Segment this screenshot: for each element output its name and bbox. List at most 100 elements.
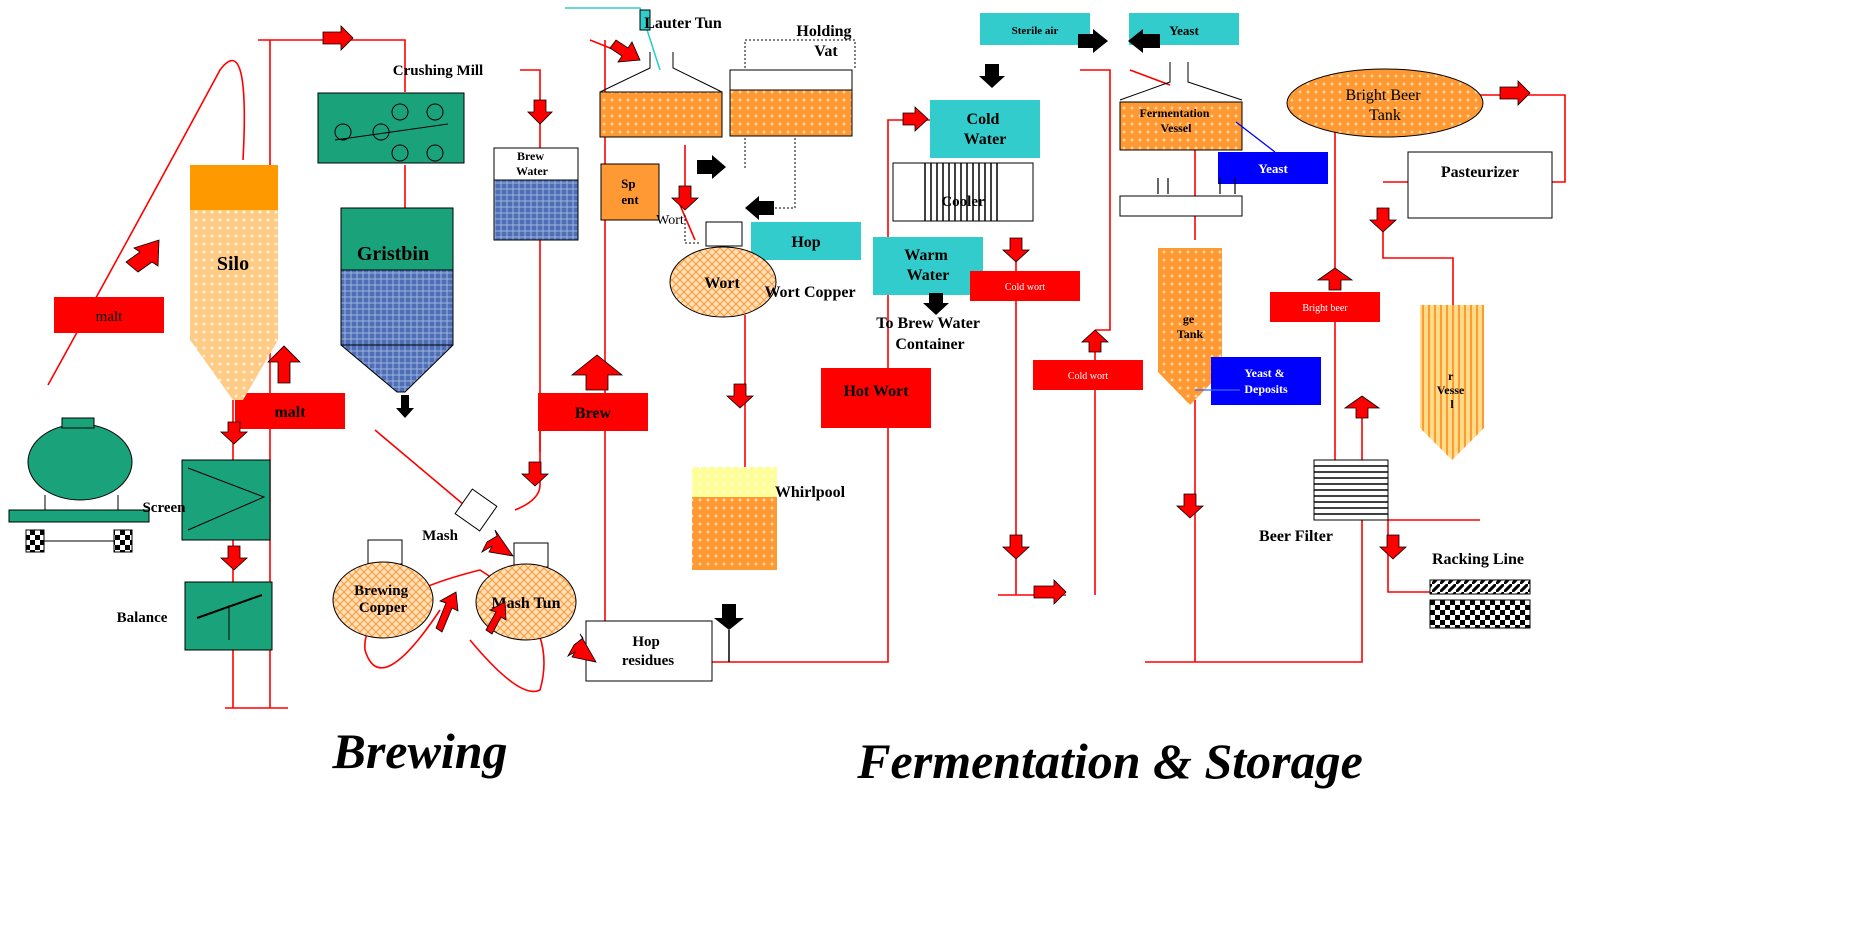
- hop-box: [751, 222, 861, 260]
- fermentation-vessel-line-1: Fermentation: [1140, 106, 1210, 120]
- yeast-blue-label: Yeast: [1258, 161, 1288, 176]
- sterile-air-box: [980, 13, 1090, 45]
- fermentation-vessel-line-2: Vessel: [1161, 121, 1193, 135]
- cold-water-line-1: Cold: [967, 111, 1000, 128]
- red-arrows: [125, 25, 1531, 663]
- yeast-deposits-line-2: Deposits: [1244, 382, 1288, 396]
- bright-beer-tank-line-1: Bright Beer: [1345, 87, 1421, 104]
- mash-label: Mash: [422, 528, 458, 544]
- cold-wort-tag-2: [1033, 360, 1143, 390]
- cold-wort-label-1: Cold wort: [1005, 282, 1046, 293]
- lauter-tun: [599, 52, 723, 138]
- to-brew-water-line-2: Container: [895, 336, 964, 353]
- holding-vat-line-2: Vat: [814, 43, 838, 60]
- yeast-arrows: [1157, 178, 1236, 194]
- brew-water-line-1: Brew: [517, 149, 544, 163]
- mash-tun: [475, 563, 577, 641]
- warm-water-box: [873, 237, 983, 295]
- brewing-copper-lid: [367, 539, 403, 565]
- crushing-mill: [317, 92, 465, 164]
- truck-icon: [8, 417, 150, 553]
- yeast-top-label: Yeast: [1169, 23, 1199, 38]
- wort-label: Wort: [704, 275, 740, 292]
- cooler: [892, 162, 1034, 222]
- cold-wort-label-2: Cold wort: [1068, 371, 1109, 382]
- gristbin: [340, 207, 454, 393]
- storage-tank-label: ge Tank: [1177, 312, 1204, 341]
- sterile-pipe: [565, 7, 661, 71]
- balance-label: Balance: [117, 610, 168, 626]
- wort-small-label: Wort: [656, 213, 684, 228]
- vessel-line-1: r: [1448, 369, 1454, 383]
- racking-belt: [1429, 579, 1531, 595]
- spent-line-1: Sp: [621, 176, 635, 191]
- malt-tag-1-label: malt: [96, 309, 123, 325]
- storage-tank-line-2: Tank: [1177, 327, 1204, 341]
- flow-lines: [47, 39, 1566, 709]
- brewing-copper-line-2: Copper: [359, 600, 408, 616]
- racking-kegs: [1429, 599, 1531, 629]
- bright-beer-tank-label: Bright Beer Tank: [1345, 87, 1424, 124]
- black-arrows: [396, 29, 1160, 662]
- holding-vat-line-1: Holding: [796, 23, 851, 40]
- yeast-deposits-label: Yeast & Deposits: [1244, 366, 1288, 396]
- holding-vat-label: Holding Vat: [796, 23, 855, 60]
- brew-water-tank: [493, 147, 579, 241]
- brew-tag-label: Brew: [575, 405, 612, 422]
- cold-water-box: [930, 100, 1040, 158]
- vessel-label: r Vesse l: [1437, 369, 1468, 411]
- to-brew-water-line-1: To Brew Water: [876, 315, 980, 332]
- brew-tag: [538, 393, 648, 431]
- storage-tank: [1158, 248, 1222, 405]
- warm-water-line-1: Warm: [904, 247, 948, 264]
- wort-copper-lid: [705, 221, 743, 247]
- fermentation-title: Fermentation & Storage: [856, 733, 1363, 789]
- wort-copper: [669, 246, 777, 318]
- process-diagram: malt malt Silo Screen Balance Crushing M…: [8, 7, 1566, 789]
- hot-wort-label: Hot Wort: [843, 383, 909, 400]
- malt-tag-1: [54, 297, 164, 333]
- spent-bin: [600, 163, 660, 221]
- whirlpool-label: Whirlpool: [775, 484, 846, 501]
- spent-label: Sp ent: [621, 176, 639, 207]
- racking-line-label: Racking Line: [1432, 551, 1524, 568]
- diagram-canvas: malt malt Silo Screen Balance Crushing M…: [8, 7, 1566, 789]
- sterile-air-label: Sterile air: [1012, 25, 1059, 37]
- mash-vessel: [454, 488, 498, 532]
- warm-water-label: Warm Water: [904, 247, 952, 284]
- bright-beer-tank: [1286, 68, 1484, 138]
- brewing-copper-label: Brewing Copper: [354, 583, 412, 616]
- cold-water-label: Cold Water: [964, 111, 1007, 148]
- vessel-line-3: l: [1450, 397, 1454, 411]
- yeast-deposits-box: [1211, 357, 1321, 405]
- bright-beer-tank-line-2: Tank: [1369, 107, 1401, 124]
- pasteurizer-label: Pasteurizer: [1441, 164, 1519, 181]
- gristbin-label: Gristbin: [357, 243, 429, 265]
- holding-vat: [729, 69, 853, 137]
- silo: [190, 165, 278, 400]
- hop-label: Hop: [791, 234, 820, 251]
- cold-water-line-2: Water: [964, 131, 1007, 148]
- silo-label: Silo: [217, 253, 249, 275]
- beer-filter: [1313, 459, 1389, 521]
- lauter-tun-label: Lauter Tun: [644, 15, 722, 32]
- mash-tun-lid: [513, 542, 549, 568]
- mash-tun-label: Mash Tun: [492, 595, 561, 612]
- valve-icon: [639, 9, 651, 31]
- hot-wort-tag: [821, 368, 931, 428]
- storage-vessel: [1420, 305, 1484, 460]
- spent-line-2: ent: [621, 192, 639, 207]
- brew-water-line-2: Water: [516, 164, 549, 178]
- brewing-copper: [332, 561, 434, 639]
- pasteurizer: [1407, 151, 1553, 219]
- whirlpool: [692, 467, 777, 570]
- wort-copper-label: Wort Copper: [764, 284, 855, 301]
- hop-residues-line-2: residues: [622, 653, 674, 669]
- beer-filter-label: Beer Filter: [1259, 528, 1333, 545]
- bright-beer-tag: [1270, 292, 1380, 322]
- screen-label: Screen: [142, 500, 186, 516]
- hop-residues-line-1: Hop: [632, 634, 660, 650]
- brewing-title: Brewing: [331, 723, 507, 779]
- brewing-copper-line-1: Brewing: [354, 583, 408, 599]
- brew-water-label: Brew Water: [516, 149, 549, 178]
